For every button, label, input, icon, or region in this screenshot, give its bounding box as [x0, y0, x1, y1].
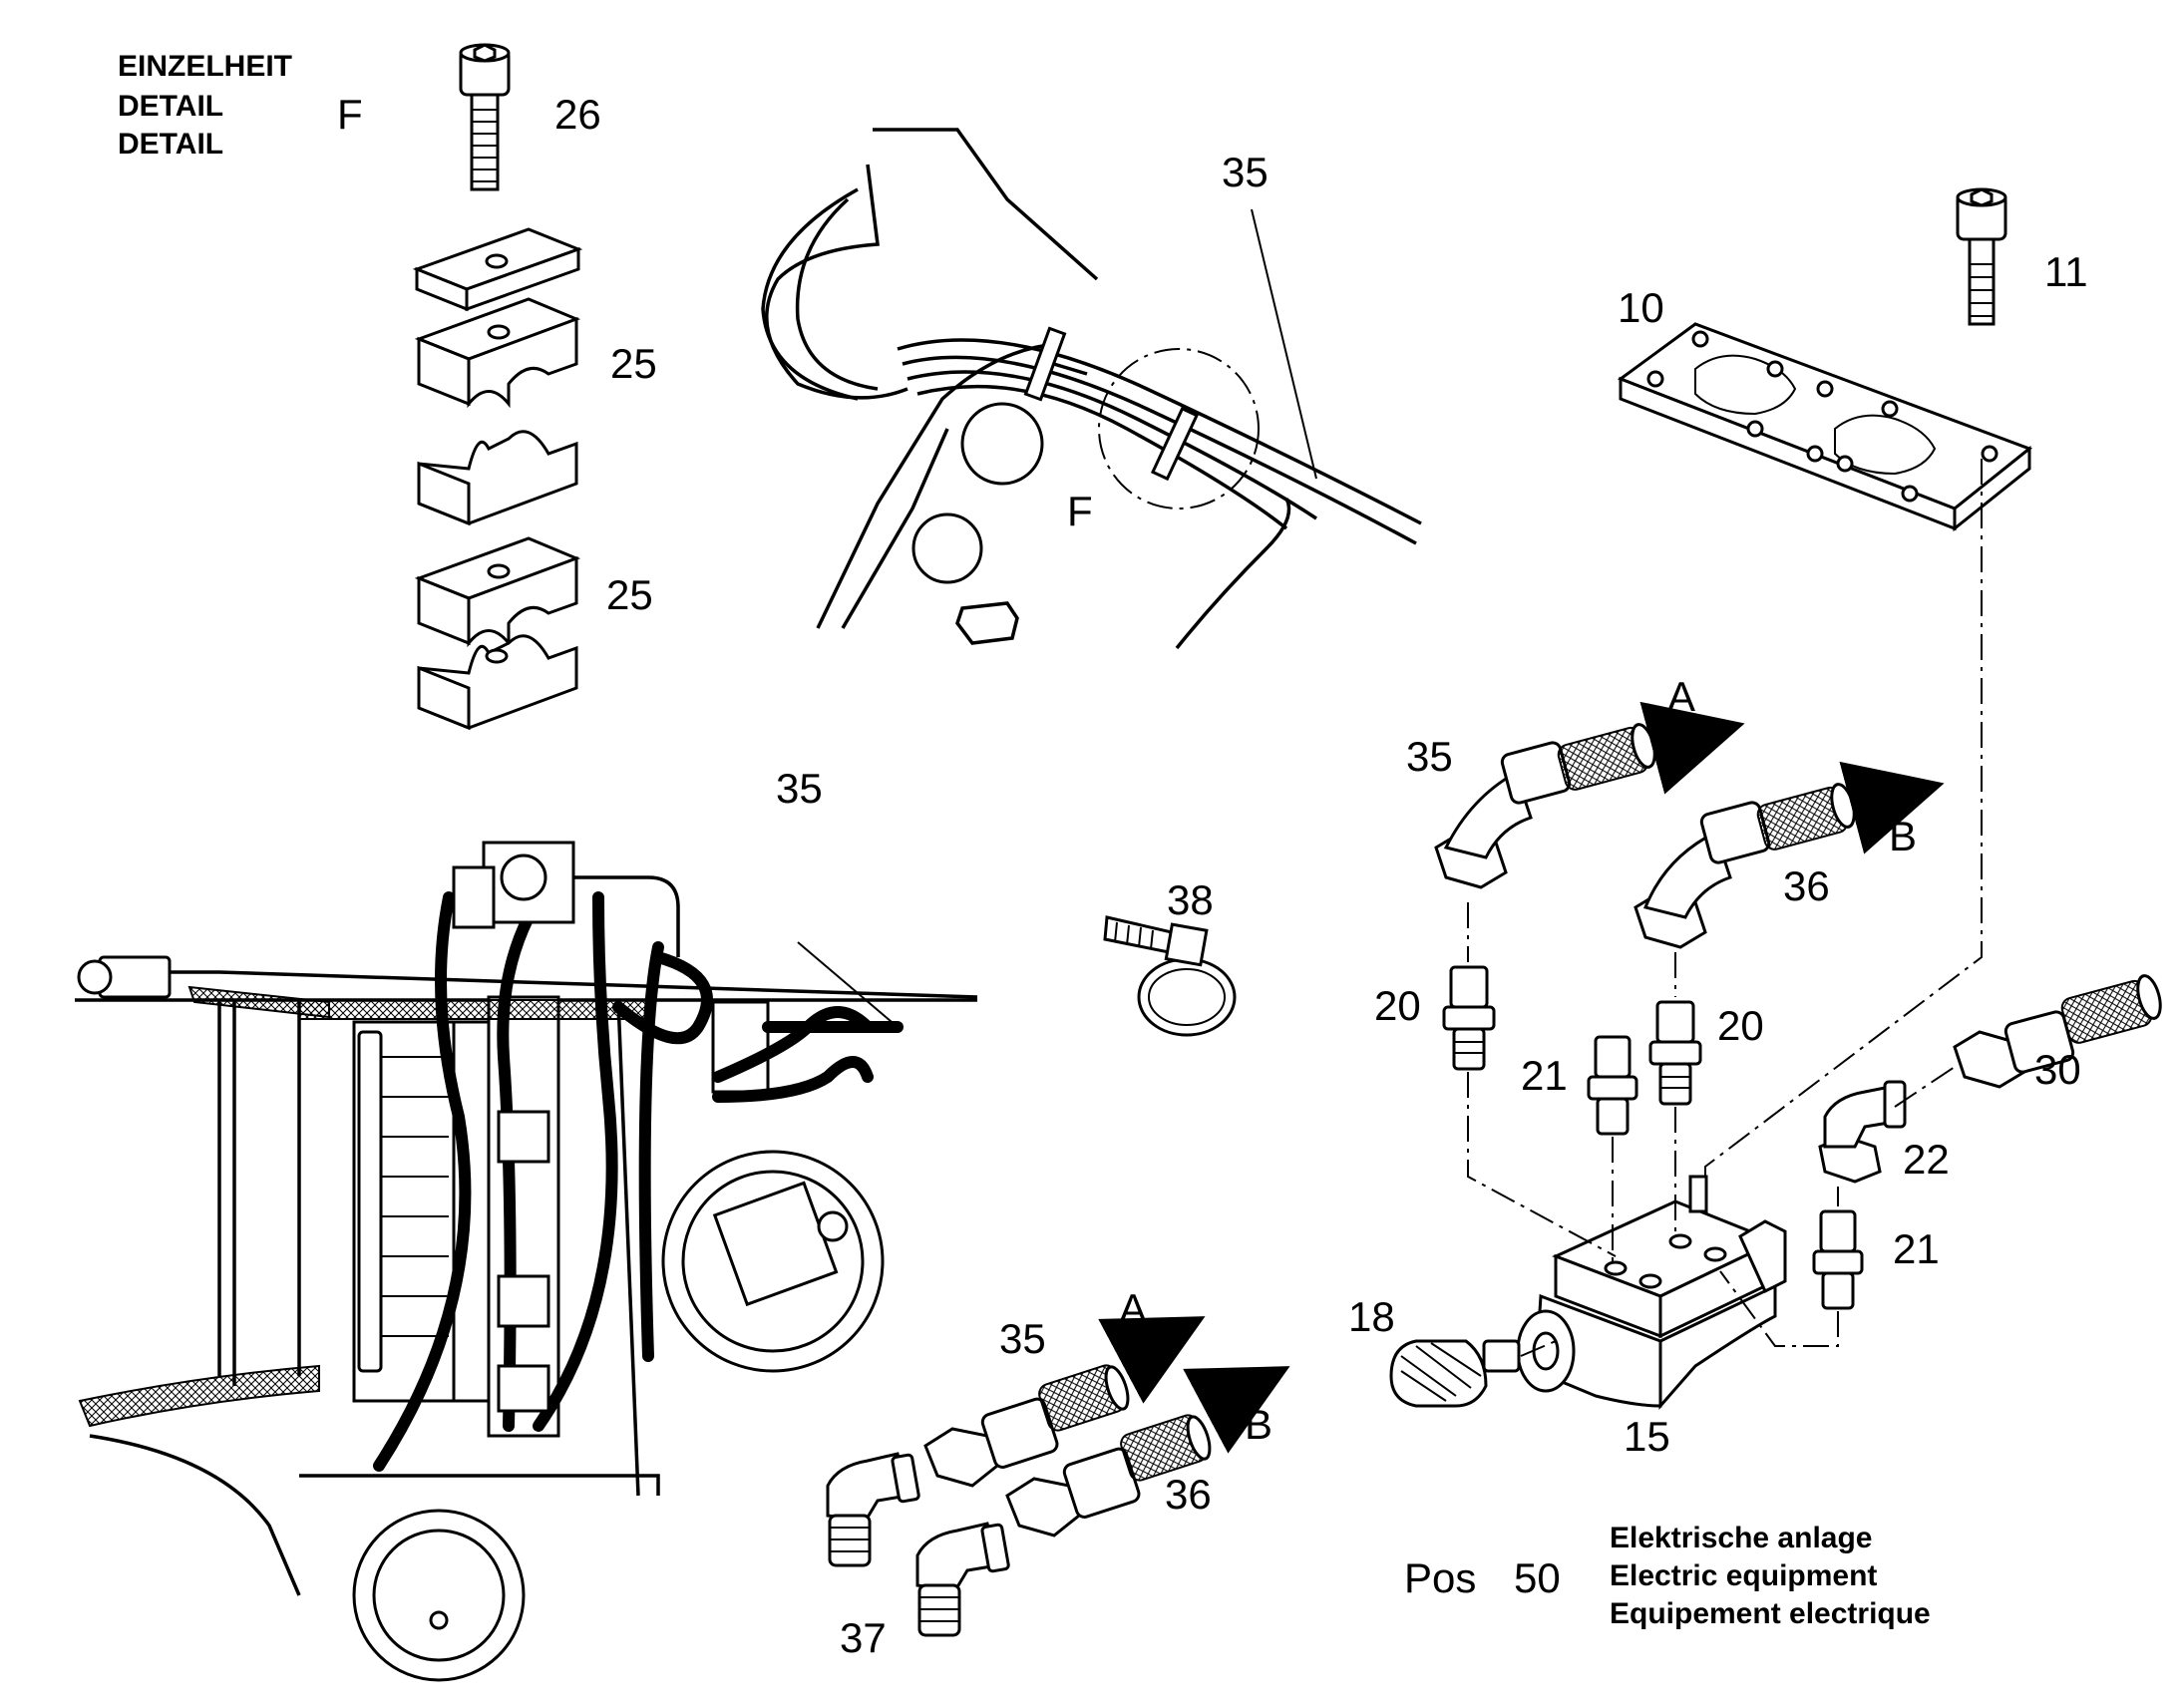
clamp-block-25-lower-drawing [414, 536, 581, 731]
gasket-plate-10-drawing [1617, 322, 2033, 532]
callout-22: 22 [1903, 1136, 1950, 1183]
elbow-37-upper-drawing [826, 1452, 920, 1567]
elbow-37-lower-drawing [915, 1522, 1010, 1637]
callout-36-bottom: 36 [1165, 1471, 1212, 1518]
callout-20-left: 20 [1374, 982, 1421, 1029]
callout-38: 38 [1167, 876, 1214, 923]
arrow-a-right [1639, 701, 1745, 795]
callout-a-bottom: A [1119, 1285, 1148, 1332]
assembly-line-18 [1520, 1340, 1557, 1357]
callout-30: 30 [2034, 1046, 2081, 1093]
assembly-line-20-left [1467, 902, 1617, 1257]
connector-18-drawing [1389, 1339, 1521, 1408]
arrow-b-right [1839, 761, 1945, 854]
callout-25-upper: 25 [610, 340, 657, 387]
fitting-20-left-drawing [1442, 965, 1496, 1071]
callout-a-right: A [1667, 673, 1696, 720]
detail-header-letter: F [337, 91, 363, 138]
callout-35-bottom: 35 [999, 1315, 1046, 1362]
valve-block-15-drawing [1516, 1175, 1787, 1410]
footer-title-en: Electric equipment [1610, 1559, 1878, 1592]
callout-35-right: 35 [1406, 733, 1453, 780]
elbow-22-drawing [1818, 1080, 1907, 1184]
callout-21-lower: 21 [1893, 1225, 1940, 1272]
callout-11: 11 [2044, 248, 2088, 295]
clamp-plate-drawing [412, 227, 583, 312]
callout-15: 15 [1624, 1413, 1670, 1460]
callout-21-upper: 21 [1521, 1052, 1568, 1099]
assembly-line-22 [1837, 1066, 1956, 1206]
machine-assembly-drawing [75, 841, 978, 1682]
callout-20-right: 20 [1717, 1002, 1764, 1049]
callout-b-bottom: B [1245, 1401, 1273, 1448]
fitting-21-upper-drawing [1587, 1035, 1638, 1136]
assembly-line-21-lower [1719, 1270, 1839, 1347]
hose-30-drawing [1953, 974, 2162, 1089]
arrow-a-bottom [1098, 1316, 1206, 1404]
footer-title-de: Elektrische anlage [1610, 1522, 1873, 1554]
footer-title-fr: Equipement electrique [1610, 1597, 1931, 1630]
frame-hose-routing-drawing [761, 128, 1422, 650]
footer-pos-number: 50 [1514, 1554, 1561, 1601]
hose-35-right-drawing [1434, 723, 1656, 889]
detail-header-line2: DETAIL [118, 90, 224, 123]
callout-36-right: 36 [1783, 862, 1830, 909]
clamp-block-25-upper-drawing [414, 297, 581, 526]
callout-18: 18 [1348, 1293, 1395, 1340]
fitting-21-lower-drawing [1812, 1209, 1864, 1310]
callout-35-top: 35 [1222, 149, 1269, 195]
detail-header-line3: DETAIL [118, 128, 224, 161]
callout-f-circle: F [1067, 488, 1093, 534]
callout-37: 37 [840, 1614, 887, 1661]
callout-25-lower: 25 [606, 571, 653, 618]
detail-header-line1: EINZELHEIT [118, 50, 293, 83]
callout-35-machine: 35 [776, 765, 823, 812]
arrow-b-bottom [1183, 1366, 1290, 1454]
callout-26: 26 [554, 91, 601, 138]
screw-11-drawing [1956, 187, 2007, 326]
hose-36-right-drawing [1634, 783, 1856, 949]
fitting-20-right-drawing [1648, 1000, 1702, 1106]
footer-pos-label: Pos [1404, 1554, 1477, 1601]
callout-10: 10 [1618, 284, 1664, 331]
callout-b-right: B [1889, 813, 1918, 859]
cable-tie-38-drawing [1103, 915, 1237, 1037]
screw-26-drawing [459, 43, 511, 191]
